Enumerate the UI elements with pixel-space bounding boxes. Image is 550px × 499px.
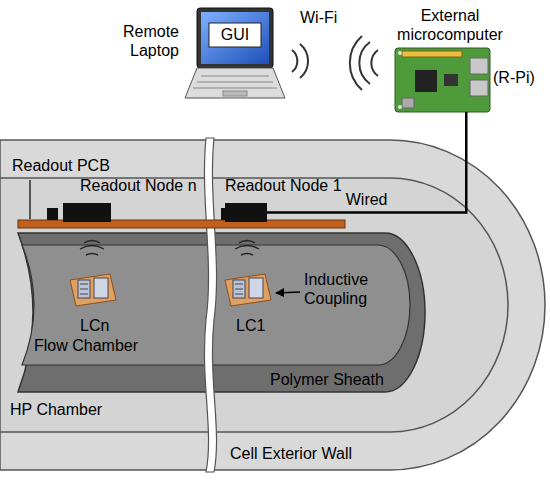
raspberry-pi-board [395,48,490,112]
region-label: Polymer Sheath [270,370,400,389]
region-label: Flow Chamber [34,336,154,355]
region-label: LC1 [236,316,276,335]
device-label: External microcomputer [385,6,515,44]
screen-text: GUI [209,23,261,47]
node-label: Readout Node 1 [225,176,350,195]
cell-exterior-wall [0,140,545,470]
polymer-sheath [18,233,425,392]
node-label: Readout Node n [80,176,205,195]
region-label: Readout PCB [12,156,122,175]
region-label: HP Chamber [10,400,130,419]
small-component [47,208,58,220]
region-label: Wi-Fi [300,8,360,27]
laptop-icon [185,8,285,98]
region-label: Cell Exterior Wall [230,444,390,463]
leader-line [29,180,30,219]
device-label: (R-Pi) [493,68,549,87]
readout-node: Readout Node 1 [225,203,267,222]
readout-node: Readout Node n [63,203,111,222]
region-label: Inductive Coupling [304,270,386,308]
wire-connector [267,112,466,213]
device-label: Remote Laptop [111,22,179,60]
laptop-node: Remote LaptopGUI [185,8,285,100]
coupling-waves [80,241,259,256]
leader-arrow [276,292,300,293]
hp-chamber [0,178,508,432]
microcomputer-node: External microcomputer(R-Pi) [395,48,490,112]
lc-sensor [225,274,271,306]
break-mark [204,138,216,472]
connector-label: Wired [346,190,388,209]
lc-sensor [70,274,116,306]
region-label: LCn [80,316,120,335]
wifi-waves [292,36,378,90]
